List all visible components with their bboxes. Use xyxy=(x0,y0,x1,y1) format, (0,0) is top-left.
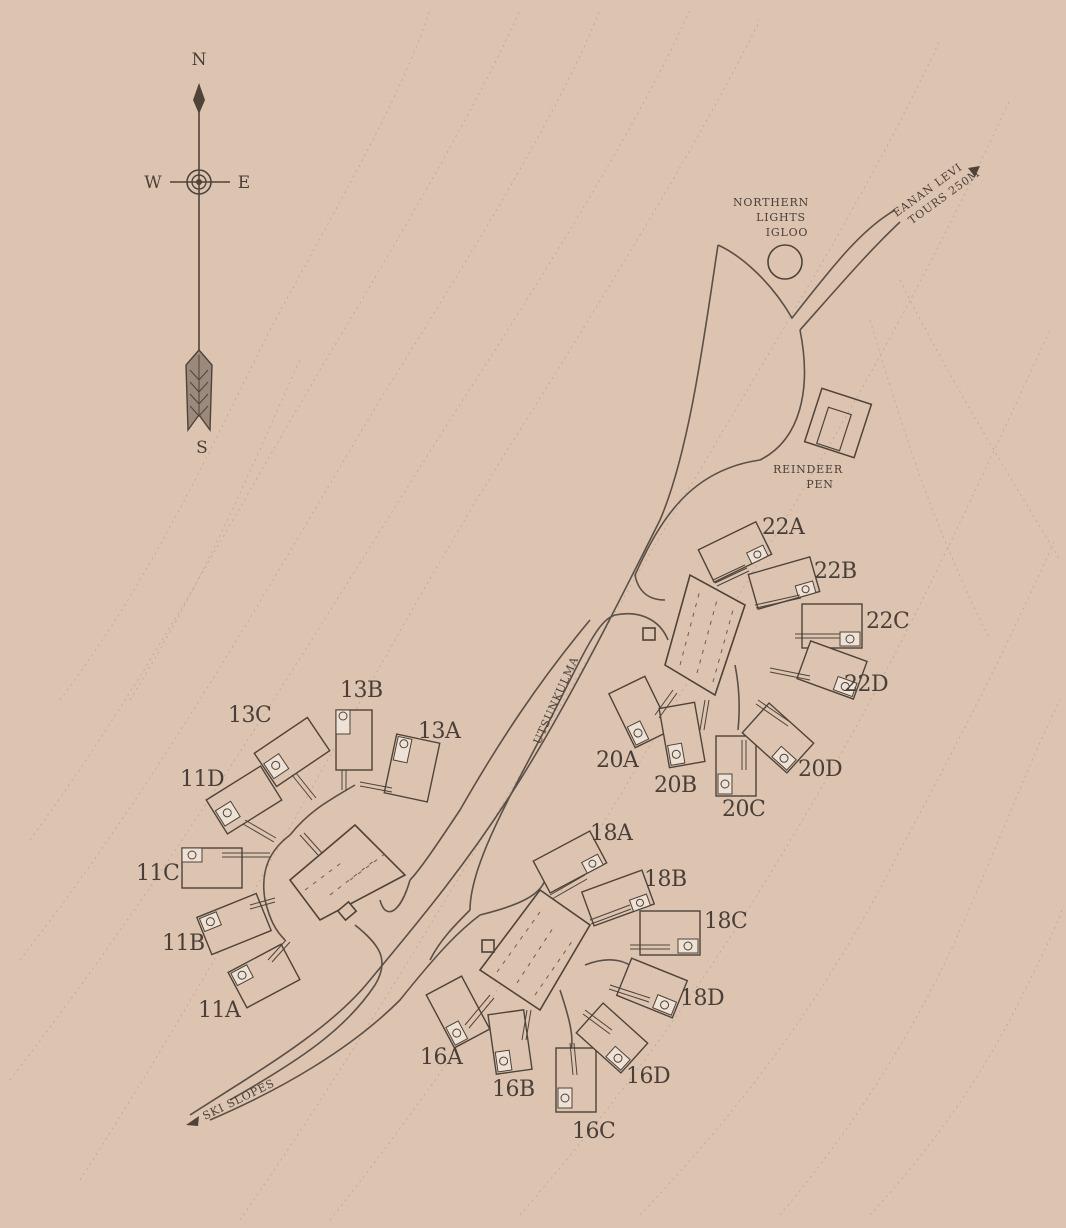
compass-south-label: S xyxy=(196,438,208,458)
cabin-18d[interactable] xyxy=(615,957,689,1019)
igloo-label-2: LIGHTS xyxy=(756,211,806,224)
compass-east-label: E xyxy=(238,173,250,193)
cabin-13a[interactable] xyxy=(383,733,441,803)
label-22a: 22A xyxy=(762,515,806,540)
cabin-22a[interactable] xyxy=(697,520,773,584)
label-13c: 13C xyxy=(228,703,271,728)
label-22b: 22B xyxy=(814,559,857,584)
cabin-13c[interactable] xyxy=(253,716,331,788)
compass-west-label: W xyxy=(144,173,162,193)
label-11d: 11D xyxy=(180,767,224,792)
road-name-label: UTSUNKULMA xyxy=(531,654,581,746)
roads xyxy=(189,209,901,1121)
cabin-16a[interactable] xyxy=(425,975,491,1049)
label-13a: 13A xyxy=(418,719,462,744)
cabin-20d[interactable] xyxy=(741,702,815,774)
label-13b: 13B xyxy=(340,678,383,703)
cabin-18a[interactable] xyxy=(532,830,608,894)
cabins xyxy=(181,520,868,1113)
direction-arrow-icon xyxy=(968,166,980,177)
label-16c: 16C xyxy=(572,1119,615,1144)
label-11b: 11B xyxy=(162,931,205,956)
reindeer-label-2: PEN xyxy=(806,478,833,491)
label-11c: 11C xyxy=(136,861,179,886)
cabin-11a[interactable] xyxy=(227,943,301,1009)
cabin-16d[interactable] xyxy=(575,1002,649,1074)
cabin-18c[interactable] xyxy=(639,910,701,956)
cabin-22c[interactable] xyxy=(801,603,863,649)
cabin-labels: 22A 22B 22C 22D 20A 20B 20C 20D 18A 18B … xyxy=(136,515,910,1144)
cabin-11d[interactable] xyxy=(205,765,283,835)
label-20d: 20D xyxy=(798,757,842,782)
label-20b: 20B xyxy=(654,773,697,798)
reindeer-pen[interactable] xyxy=(803,387,873,459)
label-22c: 22C xyxy=(866,609,909,634)
label-22d: 22D xyxy=(844,672,888,697)
label-20a: 20A xyxy=(596,748,640,773)
cabin-22d[interactable] xyxy=(796,640,868,700)
cabin-16b[interactable] xyxy=(487,1008,533,1076)
cabin-20b[interactable] xyxy=(658,701,706,769)
label-20c: 20C xyxy=(722,797,765,822)
cabin-20a[interactable] xyxy=(607,675,673,749)
parking-areas xyxy=(288,573,746,1012)
igloo-label-1: NORTHERN xyxy=(733,196,809,209)
label-18a: 18A xyxy=(590,821,634,846)
cabin-11c[interactable] xyxy=(181,847,243,889)
northern-lights-igloo[interactable] xyxy=(767,244,803,280)
cabin-18b[interactable] xyxy=(580,869,656,927)
staircases xyxy=(222,564,840,1076)
label-11a: 11A xyxy=(198,998,242,1023)
direction-arrow-icon xyxy=(186,1116,199,1126)
compass-rose-icon xyxy=(170,83,230,433)
reindeer-label-1: REINDEER xyxy=(773,463,843,476)
label-16a: 16A xyxy=(420,1045,464,1070)
label-18c: 18C xyxy=(704,909,747,934)
cabin-13b[interactable] xyxy=(335,709,373,771)
compass-north-label: N xyxy=(192,50,207,70)
cabin-16c[interactable] xyxy=(555,1047,597,1113)
igloo-label-3: IGLOO xyxy=(766,226,808,239)
label-16d: 16D xyxy=(626,1064,670,1089)
cabin-20c[interactable] xyxy=(715,735,757,797)
label-18b: 18B xyxy=(644,867,687,892)
label-16b: 16B xyxy=(492,1077,535,1102)
label-18d: 18D xyxy=(680,986,724,1011)
